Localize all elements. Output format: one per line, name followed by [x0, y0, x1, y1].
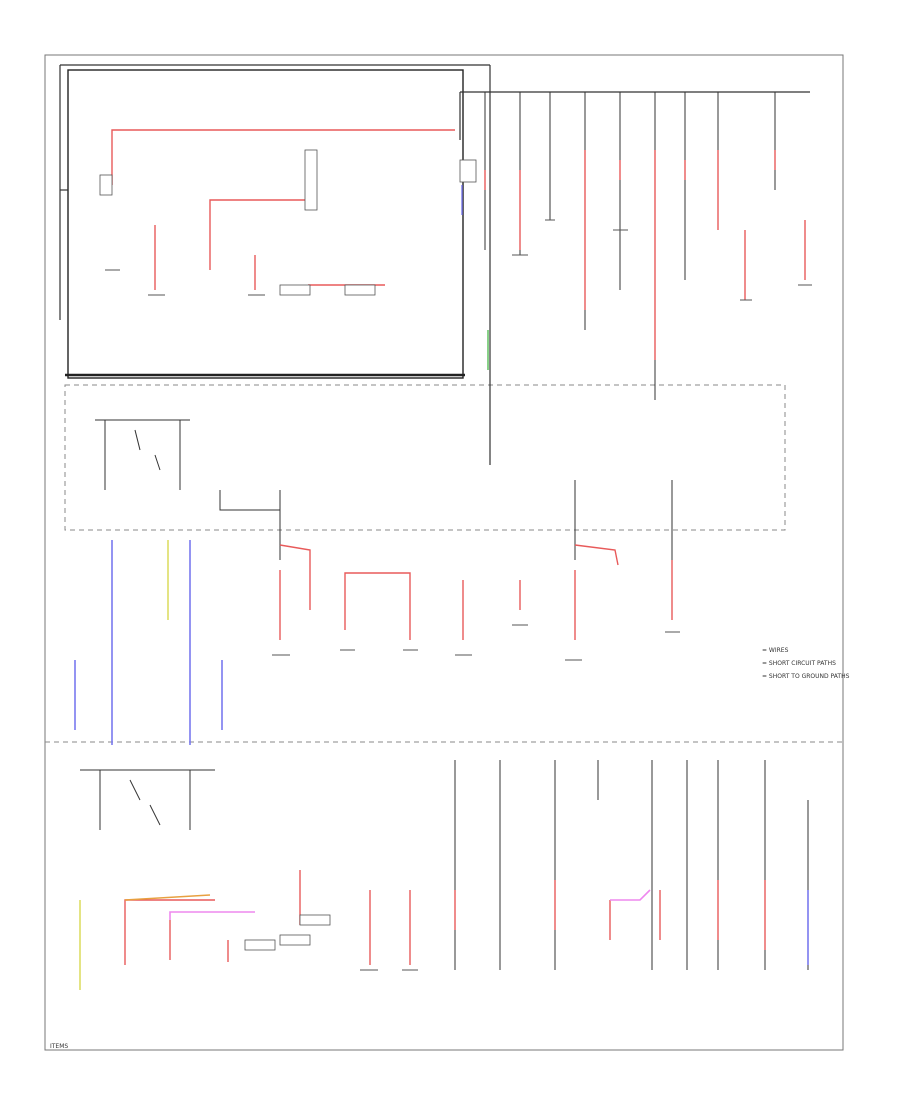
legend-item-wires: = WIRES: [762, 647, 789, 654]
blue-green-wires-top: [461, 185, 489, 370]
ground-terminals: [105, 219, 812, 971]
bottom-section-wires: [80, 760, 809, 970]
red-wires-bottom: [124, 870, 766, 965]
footer-label: ITEMS: [50, 1043, 68, 1050]
relay-module: [95, 419, 673, 560]
dashed-boundaries: [45, 384, 843, 743]
legend-item-short-circuit: = SHORT CIRCUIT PATHS: [762, 660, 836, 667]
red-wires-top: [111, 129, 806, 360]
pink-wires-bottom: [169, 889, 651, 920]
blue-wires-middle: [74, 540, 223, 745]
main-bus: [59, 64, 810, 465]
legend: = WIRES = SHORT CIRCUIT PATHS = SHORT TO…: [762, 647, 850, 680]
fuse-box-module: [67, 69, 464, 379]
diagram-frame: [44, 54, 844, 1051]
red-wires-middle: [279, 544, 673, 640]
other-colored-wires-bottom: [79, 890, 809, 990]
top-fuse-drops: [484, 92, 776, 400]
legend-item-short-to-ground: = SHORT TO GROUND PATHS: [762, 673, 850, 680]
component-boxes: [99, 149, 477, 951]
